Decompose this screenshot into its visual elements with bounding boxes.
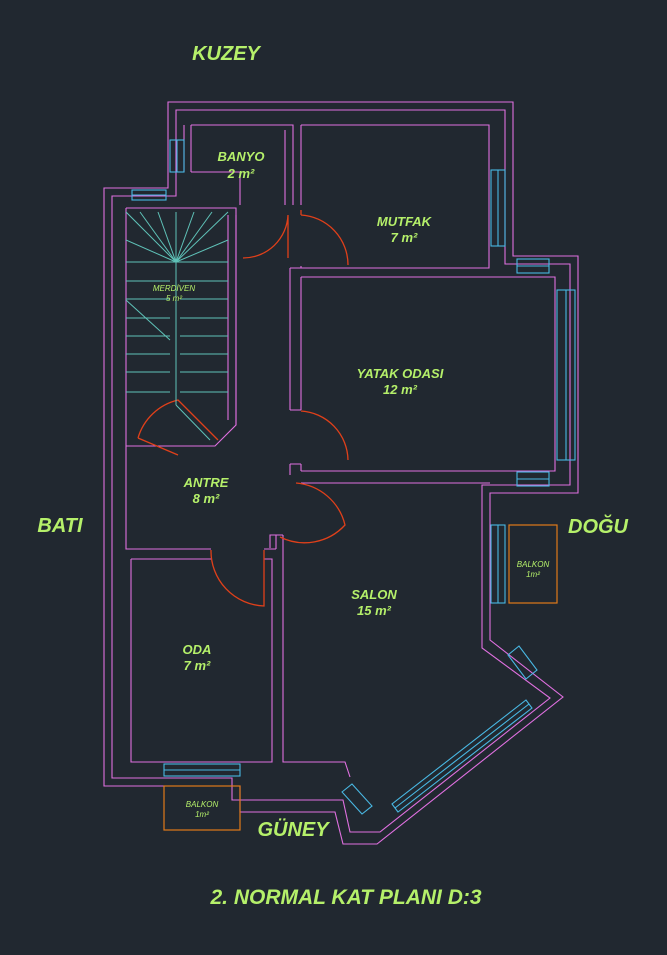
- door-stair: [137, 399, 219, 456]
- oda-wall: [130, 558, 273, 763]
- balcony-east-area: 1m²: [526, 570, 540, 579]
- stair-winder-1: [125, 239, 177, 263]
- windows: [131, 139, 576, 815]
- balconies: [163, 524, 558, 831]
- stair-winder-7: [175, 211, 213, 263]
- room-mutfak-name: MUTFAK: [377, 214, 433, 229]
- room-oda-name: ODA: [183, 642, 212, 657]
- compass-east: DOĞU: [568, 514, 629, 538]
- room-merdiven-name: MERDİVEN: [153, 284, 195, 293]
- balcony-south-name: BALKON: [186, 800, 219, 809]
- room-banyo-name: BANYO: [218, 149, 265, 164]
- outer-wall-line: [103, 101, 579, 845]
- room-salon-name: SALON: [351, 587, 397, 602]
- salon-wall: [269, 482, 490, 778]
- banyo-wall: [190, 124, 294, 205]
- compass-south: GÜNEY: [257, 818, 330, 841]
- mutfak-wall: [300, 124, 490, 269]
- room-antre-name: ANTRE: [183, 475, 229, 490]
- room-merdiven-area: 5 m²: [166, 294, 182, 303]
- doors: [137, 210, 349, 607]
- window-salon-diag-pane: [394, 703, 530, 809]
- balcony-south-area: 1m²: [195, 810, 209, 819]
- banyo-right-wall: [284, 125, 302, 205]
- stair-divider-wall: [227, 215, 237, 425]
- room-banyo-area: 2 m²: [227, 166, 255, 181]
- staircase: [125, 211, 229, 441]
- room-antre-area: 8 m²: [193, 491, 220, 506]
- stair-winder-0: [125, 211, 177, 263]
- labels: KUZEY BATI DOĞU GÜNEY BANYO 2 m² MUTFAK …: [37, 43, 628, 909]
- stair-winder-4: [157, 211, 177, 263]
- interior-walls: [125, 124, 556, 778]
- room-yatak-name: YATAK ODASI: [357, 366, 444, 381]
- room-salon-area: 15 m²: [357, 603, 392, 618]
- plan-title: 2. NORMAL KAT PLANI D:3: [209, 886, 481, 909]
- stair-winder-6: [175, 211, 195, 263]
- door-mutfak: [300, 210, 349, 266]
- door-yatak: [300, 410, 349, 461]
- compass-north: KUZEY: [192, 43, 261, 65]
- antre-wall: [125, 446, 277, 550]
- inner-wall-line: [111, 109, 571, 833]
- exterior-walls: [103, 101, 579, 845]
- room-yatak-area: 12 m²: [383, 382, 418, 397]
- balcony-east: [508, 524, 558, 604]
- window-salon-south: [341, 783, 373, 815]
- room-mutfak-area: 7 m²: [391, 230, 418, 245]
- window-salon-corner: [507, 645, 538, 680]
- stair-winder-9: [175, 239, 229, 263]
- window-salon-diag: [391, 699, 533, 813]
- balcony-south: [163, 785, 241, 831]
- corridor-wall: [289, 268, 302, 475]
- stair-landing-edge: [175, 404, 211, 441]
- door-salon: [279, 482, 346, 544]
- door-banyo: [242, 214, 289, 259]
- compass-west: BATI: [37, 515, 83, 537]
- stair-winder-3: [139, 211, 177, 263]
- stair-winder-8: [175, 211, 229, 263]
- balcony-east-name: BALKON: [517, 560, 550, 569]
- stair-diagonal: [125, 299, 171, 341]
- door-oda: [210, 549, 265, 607]
- room-oda-area: 7 m²: [184, 658, 211, 673]
